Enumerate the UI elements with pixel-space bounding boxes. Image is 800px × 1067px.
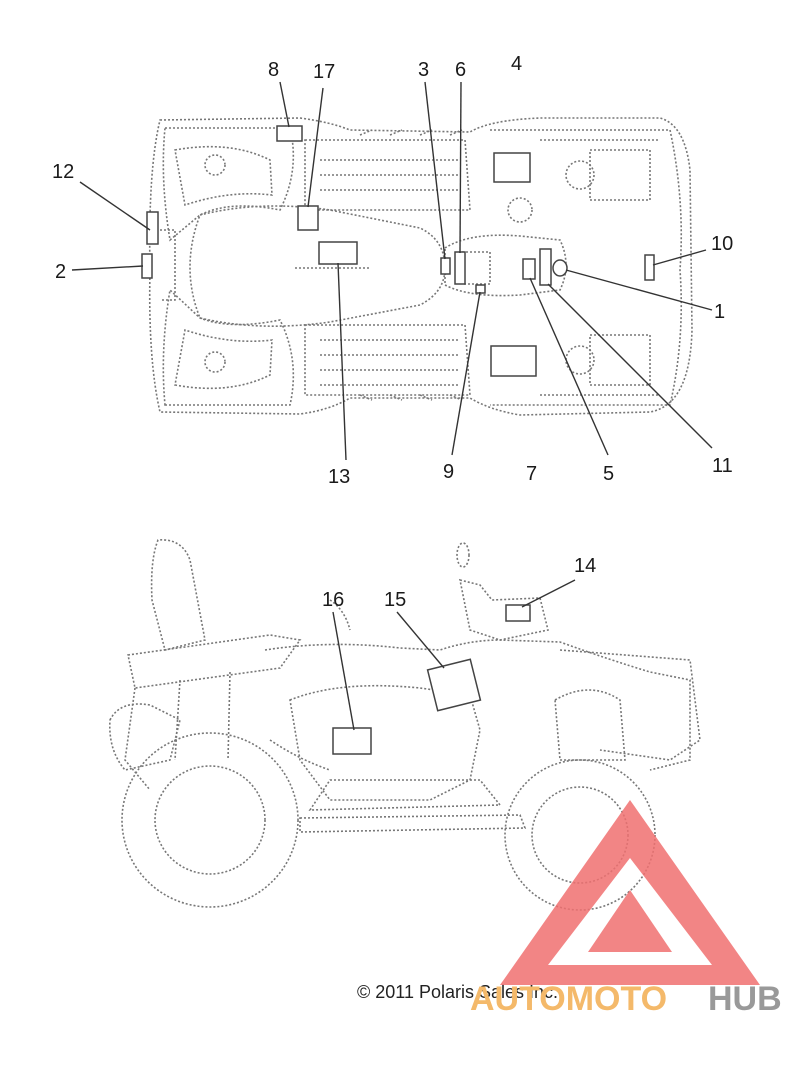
callout-11: 11: [712, 455, 733, 477]
callout-1: 1: [714, 301, 725, 323]
callout-17: 17: [313, 61, 335, 83]
decal-14: [505, 604, 531, 622]
decal-7: [490, 345, 537, 377]
triangle-logo-icon: [500, 800, 760, 985]
decal-10: [644, 254, 655, 281]
decal-5: [522, 258, 536, 280]
watermark-auto: AUTOMOTO: [470, 980, 667, 1018]
callout-labels: 8 17 3 6 4 12 2 10 1 13 9 7 5 11 14 16 1…: [52, 53, 733, 611]
callout-7: 7: [526, 463, 537, 485]
decal-2: [141, 253, 153, 279]
decal-3: [440, 257, 451, 275]
decal-9: [475, 284, 486, 294]
decal-11: [539, 248, 552, 286]
decal-17: [297, 205, 319, 231]
callout-12: 12: [52, 161, 74, 183]
decal-15: [426, 658, 482, 712]
callout-10: 10: [711, 233, 733, 255]
callout-3: 3: [418, 59, 429, 81]
decal-16: [332, 727, 372, 755]
callout-5: 5: [603, 463, 614, 485]
callout-15: 15: [384, 589, 406, 611]
copyright-text: © 2011 Polaris Sales Inc.: [357, 982, 558, 1002]
callout-6: 6: [455, 59, 466, 81]
callout-2: 2: [55, 261, 66, 283]
callout-13: 13: [328, 466, 350, 488]
decal-6: [454, 251, 466, 285]
watermark-hub: HUB: [708, 980, 782, 1018]
decal-4: [493, 152, 531, 183]
decal-12: [146, 211, 159, 245]
callout-16: 16: [322, 589, 344, 611]
decal-13: [318, 241, 358, 265]
callout-9: 9: [443, 461, 454, 483]
atv-side-view: [108, 539, 701, 911]
callout-14: 14: [574, 555, 596, 577]
atv-top-view: [71, 81, 713, 461]
callout-8: 8: [268, 59, 279, 81]
watermark-logo: AUTOMOTO HUB: [470, 800, 782, 1018]
decal-1: [552, 259, 568, 277]
decal-8: [276, 125, 303, 142]
callout-4: 4: [511, 53, 522, 75]
